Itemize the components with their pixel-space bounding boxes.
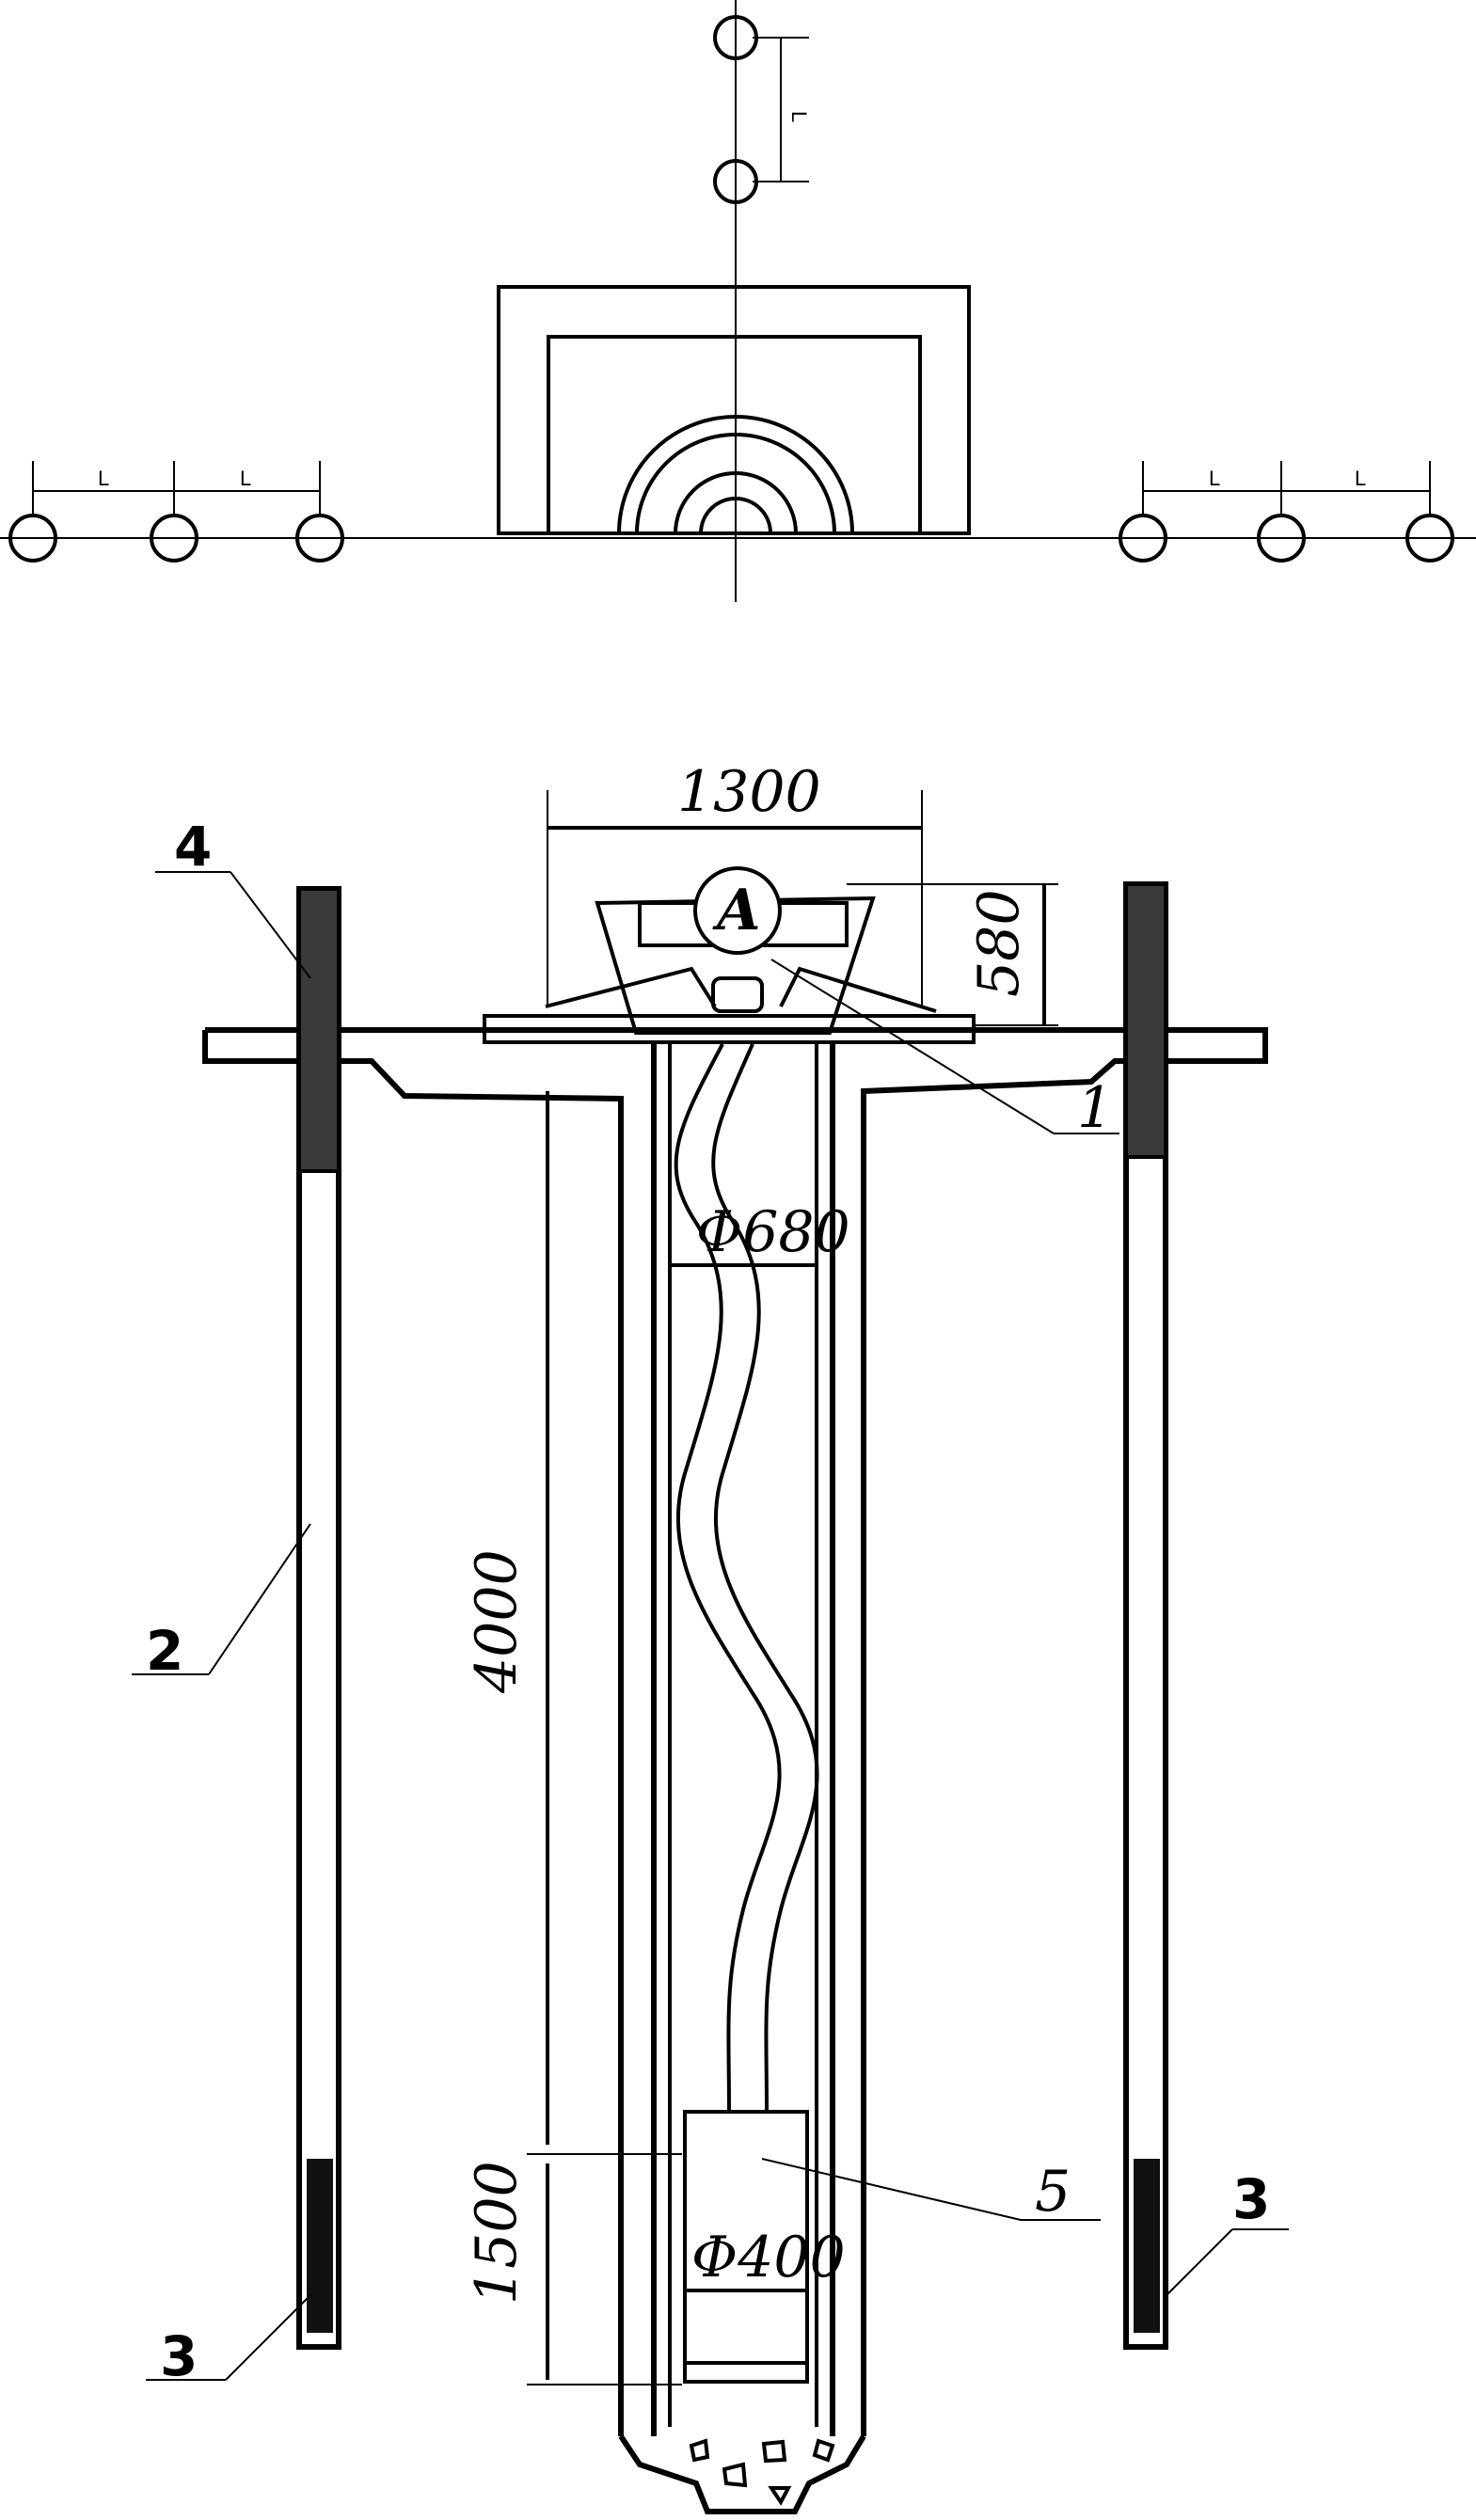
plan-arc-3 <box>674 471 798 534</box>
leader-5 <box>761 2158 1022 2221</box>
plan-spacing-label-vertical: L <box>787 111 811 122</box>
plan-arc-4 <box>699 497 772 534</box>
hole-bottom <box>618 2434 866 2514</box>
rubble-stone <box>768 2486 792 2506</box>
dim-depth-lower: 1500 <box>464 2161 530 2305</box>
dim-width-top: 1300 <box>677 759 821 825</box>
rubble-stone <box>722 2462 748 2488</box>
callout-1: 1 <box>1077 1075 1113 1141</box>
dim-height-head: 580 <box>966 889 1032 997</box>
plan-spacing-label-left-1: L <box>98 467 109 490</box>
right-sensor <box>1134 2159 1160 2333</box>
leader-3-right <box>1166 2228 1233 2296</box>
plan-inner-frame <box>547 335 922 535</box>
plan-view: L L L L L <box>0 0 1476 602</box>
cable-clamp <box>711 976 764 1013</box>
leader-4 <box>230 871 311 979</box>
rubble-stone <box>761 2439 787 2464</box>
leader-3-left <box>225 2294 311 2381</box>
callout-5: 5 <box>1035 2159 1071 2225</box>
leader-2 <box>208 1523 311 1675</box>
cable-right-edge <box>711 1043 819 2113</box>
plan-spacing-label-right-2: L <box>1355 467 1366 490</box>
plan-spacing-label-right-1: L <box>1209 467 1220 490</box>
plan-arc-2 <box>635 433 836 534</box>
cap-slab-outline <box>202 1027 1268 2436</box>
weight-body <box>683 2110 809 2384</box>
left-pipe-sleeve <box>297 887 341 1173</box>
callout-3-left: 3 <box>160 2324 198 2388</box>
cable-left-edge <box>674 1043 782 2113</box>
leader-1 <box>770 959 1055 1134</box>
instrument-circle <box>693 866 782 955</box>
section-view: A 1300 580 Φ680 4000 1500 Φ400 <box>132 759 1289 2514</box>
instrument-label: A <box>712 878 761 943</box>
plan-spacing-label-left-2: L <box>240 467 251 490</box>
dim-weight-diameter: Φ400 <box>691 2225 846 2290</box>
left-sensor <box>307 2159 333 2333</box>
rubble-stone <box>812 2438 835 2463</box>
callout-3-right: 3 <box>1232 2167 1270 2231</box>
dim-depth-main: 4000 <box>464 1549 530 1694</box>
plan-arc-1 <box>617 415 854 534</box>
head-plate <box>483 1014 976 1044</box>
callout-4: 4 <box>174 815 212 879</box>
right-pipe-sleeve <box>1124 882 1167 1159</box>
callout-2: 2 <box>146 1619 183 1683</box>
head-housing <box>595 895 876 1035</box>
head-stays <box>545 966 937 1013</box>
dim-pipe-diameter: Φ680 <box>696 1199 850 1265</box>
rubble-stone <box>689 2438 710 2463</box>
plan-outer-frame <box>497 285 971 535</box>
